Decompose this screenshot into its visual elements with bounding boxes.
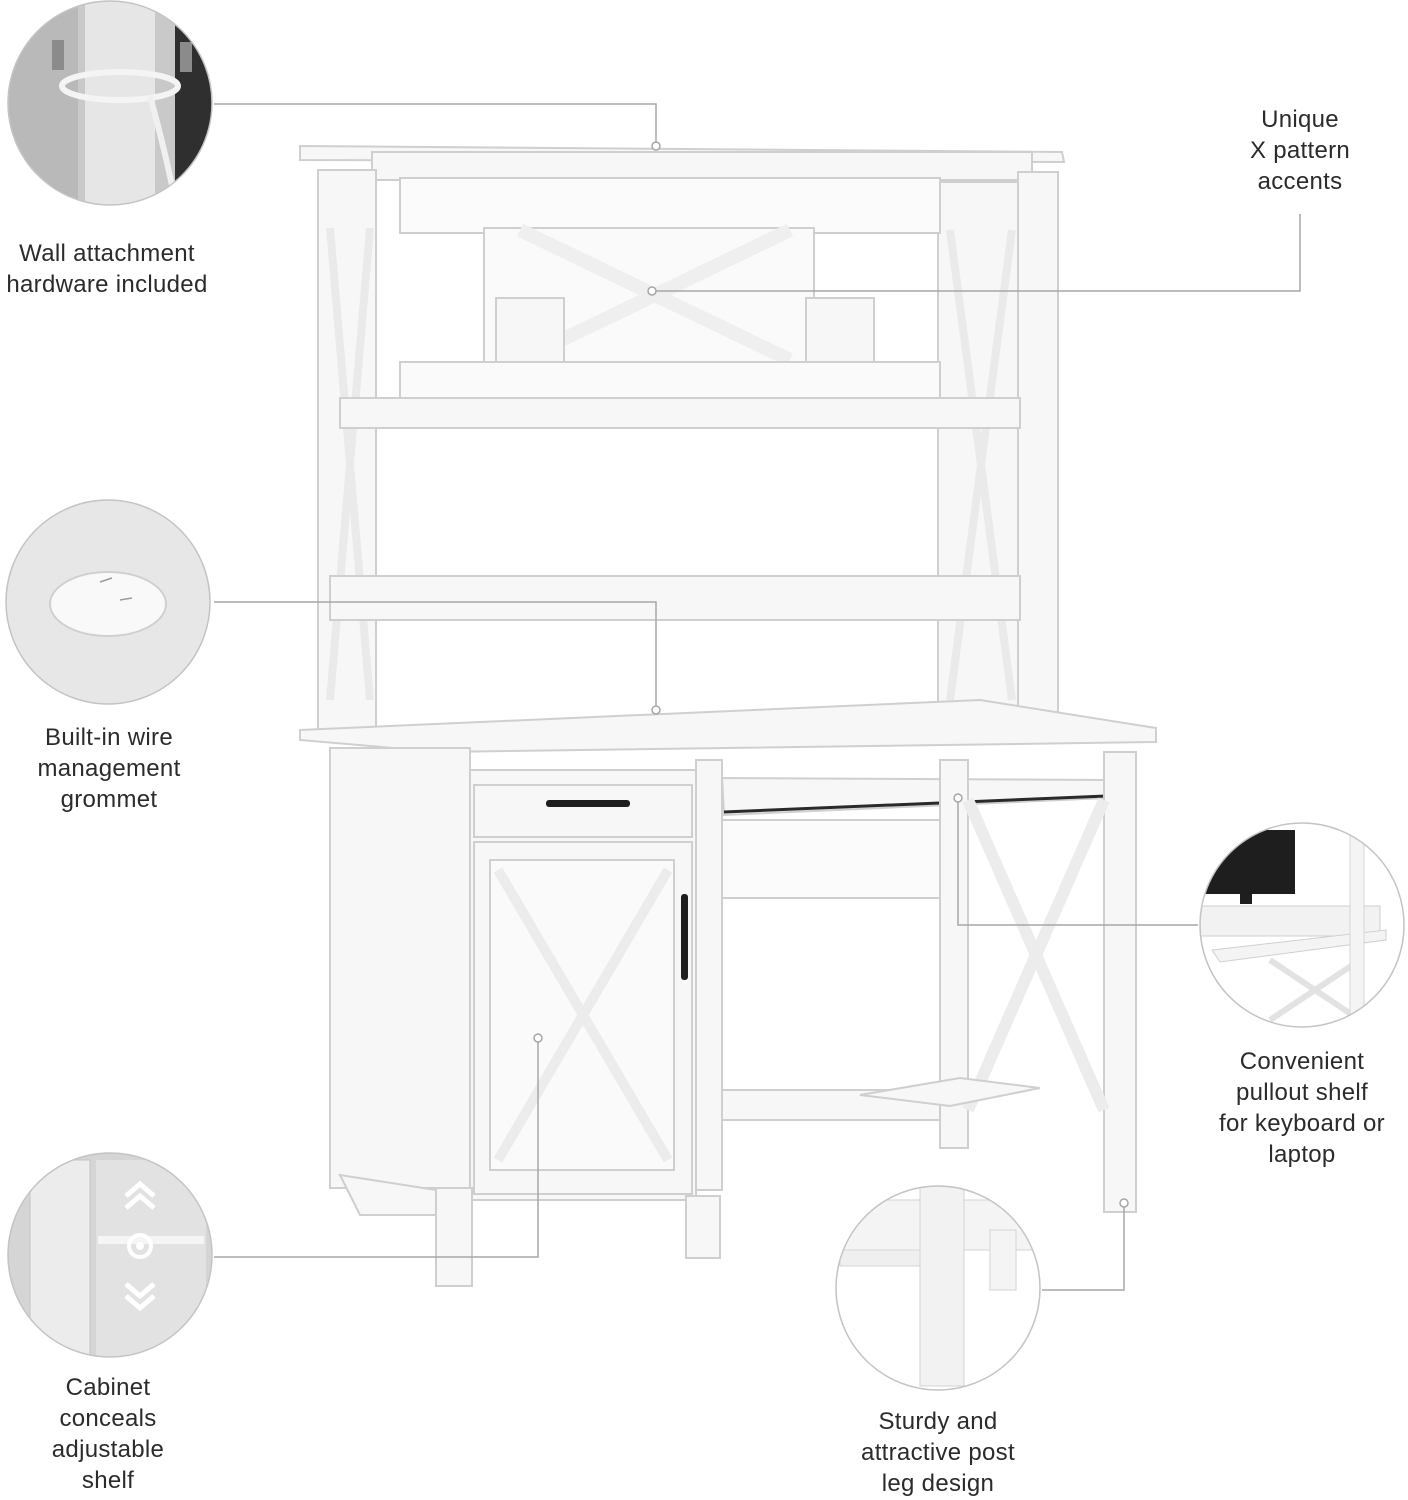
- callout-wall-attachment: Wall attachment hardware included: [0, 238, 214, 300]
- callout-cabinet: Cabinet conceals adjustable shelf: [0, 1372, 216, 1496]
- callout-line: Built-in wire: [45, 724, 173, 751]
- callout-line: conceals: [59, 1405, 157, 1432]
- callout-line: Cabinet: [65, 1374, 151, 1401]
- callout-line: Unique: [1261, 106, 1339, 133]
- callout-line: grommet: [60, 786, 158, 813]
- callout-x-pattern: Unique X pattern accents: [1200, 104, 1400, 197]
- callout-line: shelf: [81, 1467, 135, 1494]
- callout-line: pullout shelf: [1236, 1079, 1368, 1106]
- callout-pullout-shelf: Convenient pullout shelf for keyboard or…: [1196, 1046, 1408, 1170]
- callout-grommet: Built-in wire management grommet: [0, 722, 218, 815]
- callout-post-leg: Sturdy and attractive post leg design: [828, 1406, 1048, 1499]
- callout-line: hardware included: [6, 271, 208, 298]
- desk: [299, 698, 1157, 1287]
- callout-line: Sturdy and: [878, 1408, 998, 1435]
- callout-line: for keyboard or: [1219, 1110, 1385, 1137]
- wall-strap-icon: [7, 0, 213, 206]
- leader-dots: [533, 141, 1129, 1208]
- grommet-icon: [5, 499, 211, 705]
- adjustable-shelf-icon: [7, 1152, 213, 1358]
- keyboard-tray-icon: [1199, 822, 1405, 1028]
- callout-line: attractive post: [861, 1439, 1015, 1466]
- callout-line: management: [37, 755, 181, 782]
- handles: [546, 800, 688, 980]
- callout-line: adjustable: [51, 1436, 165, 1463]
- callout-line: accents: [1257, 168, 1343, 195]
- callout-line: laptop: [1268, 1141, 1336, 1168]
- leader-lines: [214, 103, 1301, 1291]
- post-leg-icon: [835, 1185, 1041, 1391]
- callout-line: leg design: [881, 1470, 995, 1497]
- callout-line: X pattern: [1249, 137, 1351, 164]
- callout-line: Wall attachment: [19, 240, 195, 267]
- callout-line: Convenient: [1239, 1048, 1365, 1075]
- hutch: [299, 144, 1066, 731]
